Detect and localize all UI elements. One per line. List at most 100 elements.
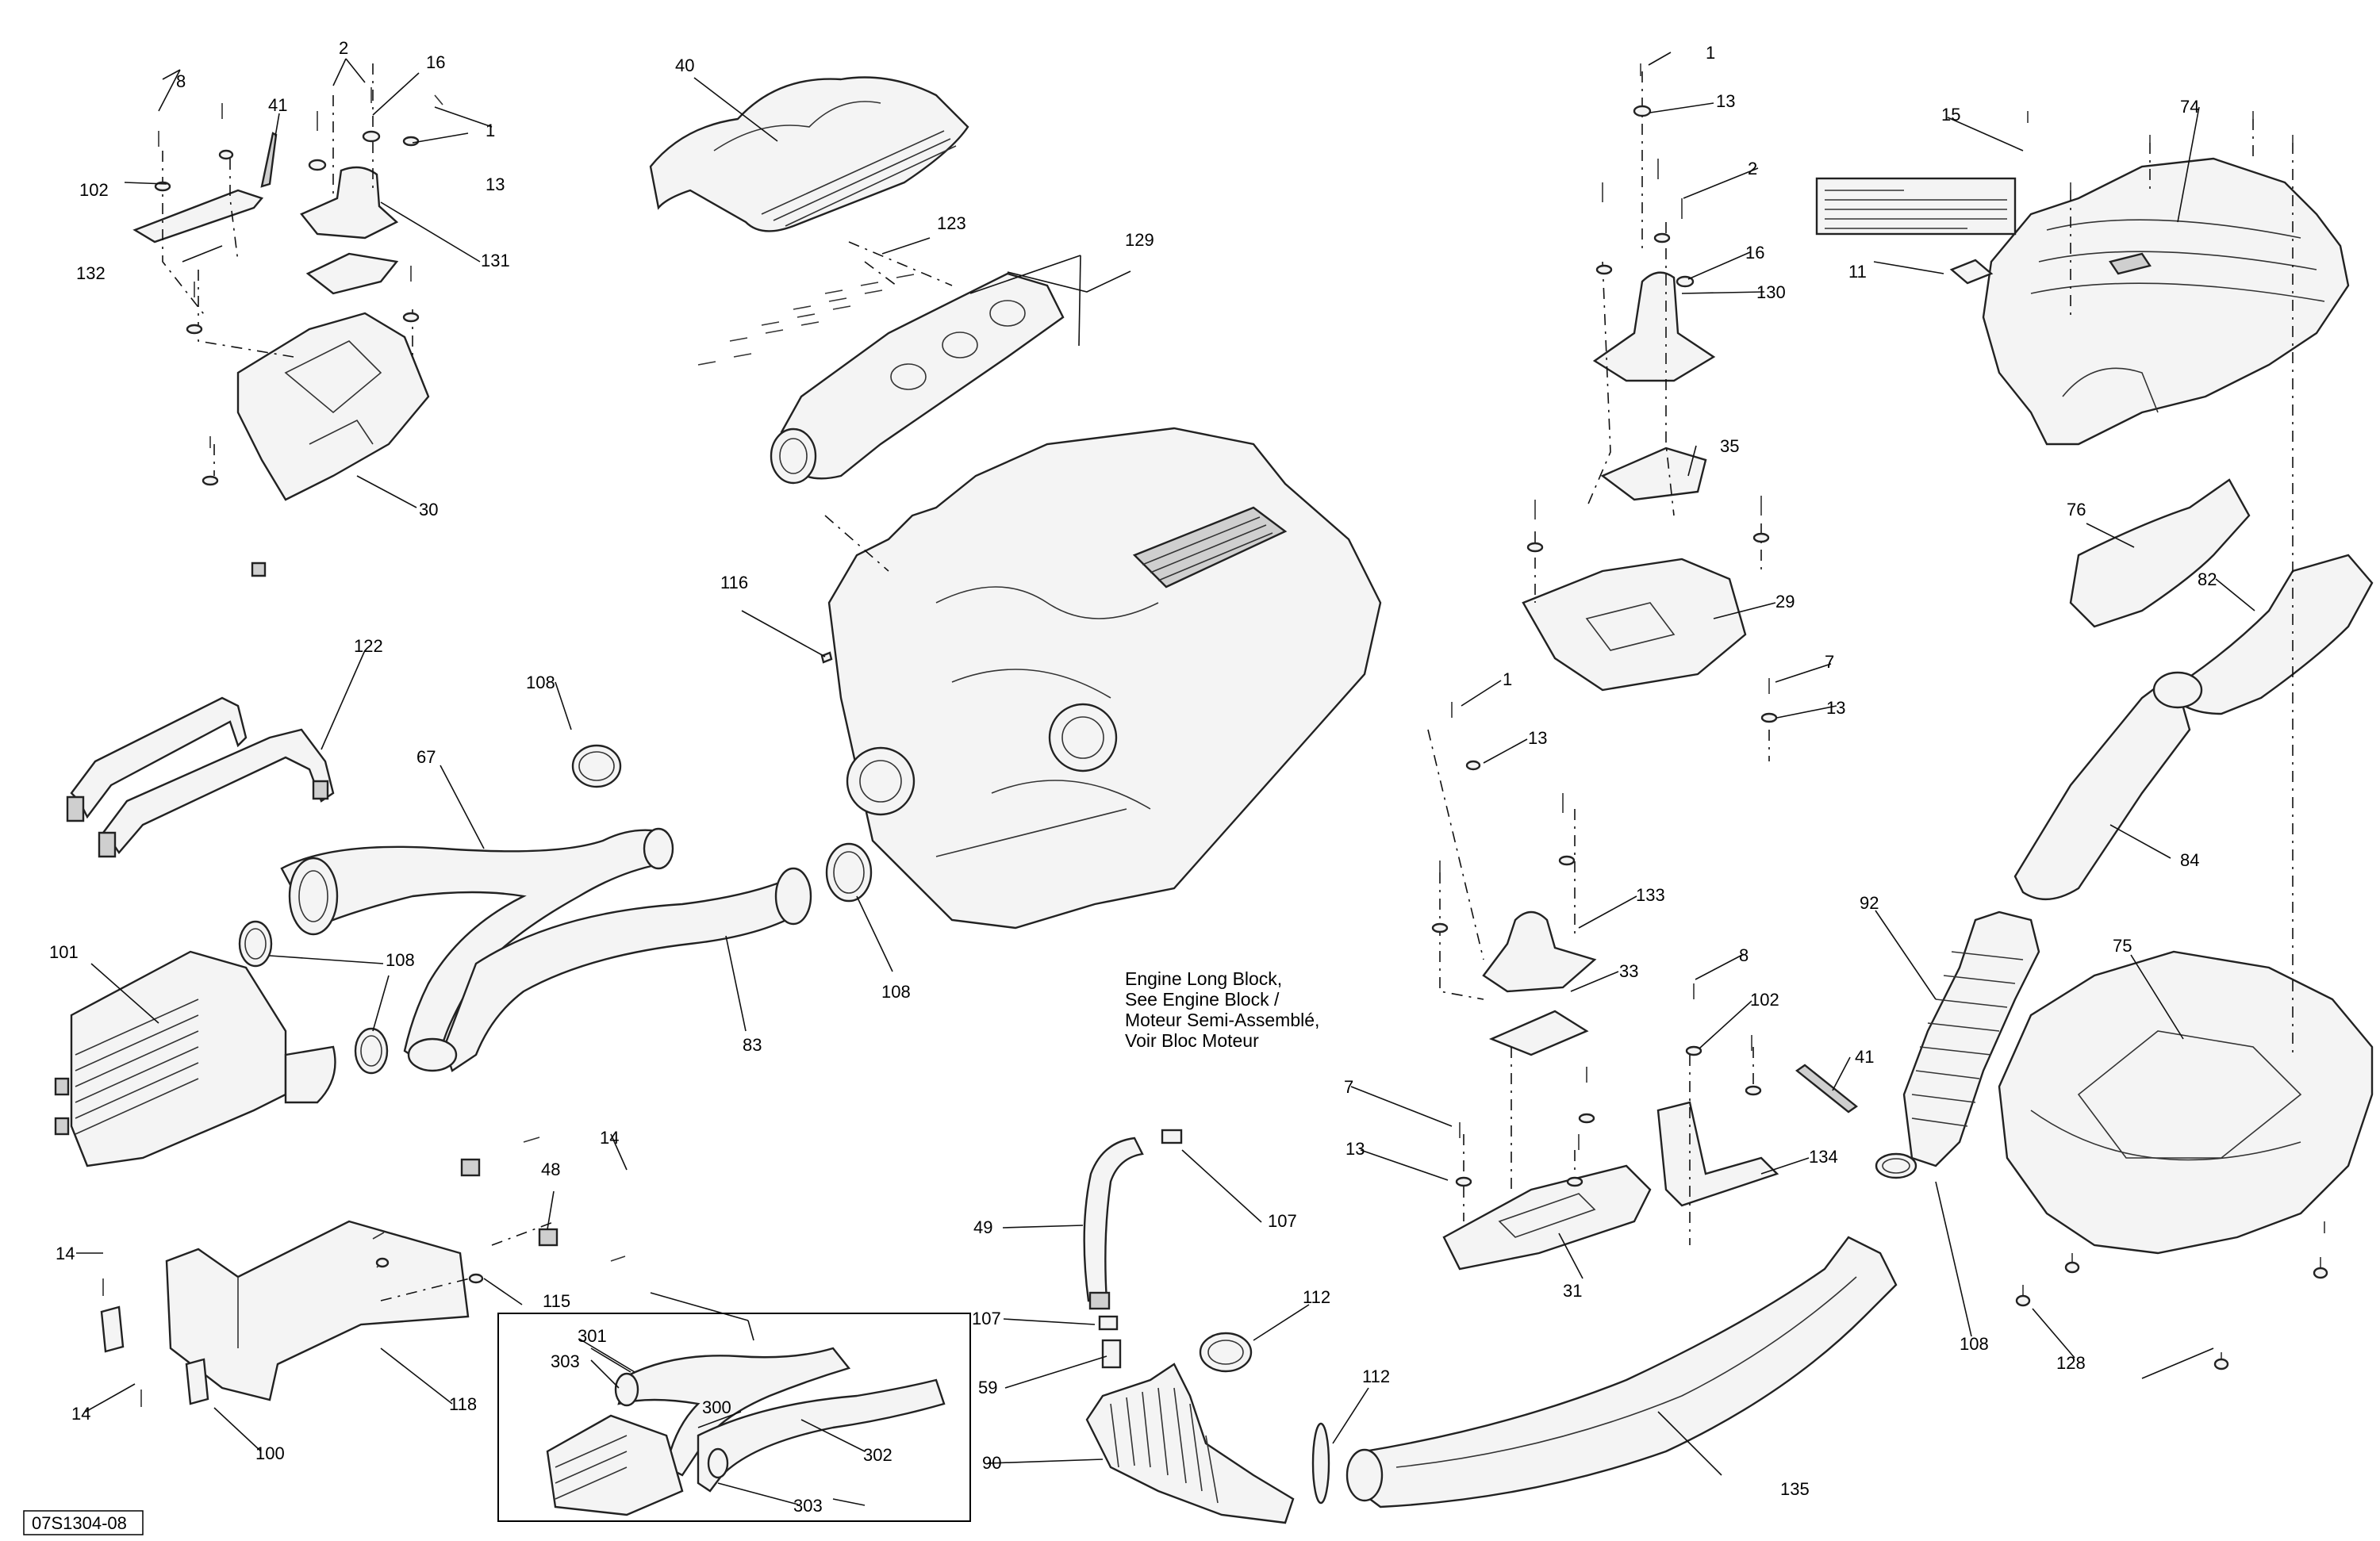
clips-48	[460, 1158, 559, 1247]
callout: 134	[1809, 1147, 1838, 1167]
callout: 13	[1345, 1139, 1365, 1159]
engine-cover	[649, 76, 969, 232]
callout: 16	[426, 52, 445, 72]
intake-manifold	[770, 272, 1065, 485]
manifold-bolts	[697, 274, 915, 366]
callout: 67	[416, 747, 436, 767]
callout: 11	[1848, 262, 1867, 282]
decal-11	[1949, 259, 1994, 285]
rubber-mount-lower	[1482, 910, 1597, 1056]
engine-note-line: Engine Long Block,	[1125, 968, 1282, 989]
callout: 13	[1826, 698, 1845, 718]
strap-right	[1795, 1064, 1859, 1114]
callout: 8	[176, 71, 186, 91]
callout: 112	[1303, 1287, 1330, 1307]
strap-left	[260, 132, 278, 188]
heat-shield	[165, 1220, 470, 1401]
callout: 2	[1748, 159, 1757, 178]
callout: 14	[56, 1244, 75, 1263]
flex-bellows	[1902, 910, 2040, 1167]
callout: 107	[972, 1309, 1001, 1328]
callout: 31	[1563, 1281, 1582, 1301]
callout: 59	[978, 1378, 997, 1397]
callout: 116	[720, 573, 748, 592]
callout: 122	[354, 636, 383, 656]
callout: 13	[1528, 728, 1547, 748]
callout: 35	[1720, 436, 1739, 456]
callout: 40	[675, 56, 694, 75]
callout: 13	[486, 174, 505, 194]
clamps-112	[1199, 1332, 1330, 1505]
callout: 108	[881, 982, 911, 1002]
engine-mount-bracket-left	[236, 312, 430, 501]
outlet-pipe	[1345, 1236, 1898, 1508]
callout: 82	[2198, 569, 2217, 589]
flex-duct	[1085, 1363, 1295, 1524]
callout: 14	[600, 1128, 619, 1148]
callout: 76	[2067, 500, 2086, 519]
reference-code: 07S1304-08	[32, 1513, 127, 1533]
reference-box	[23, 1510, 144, 1535]
callout: 29	[1775, 592, 1795, 611]
callout: 30	[419, 500, 438, 519]
callout: 301	[578, 1326, 607, 1346]
callout: 108	[386, 950, 415, 970]
callout: 303	[551, 1351, 580, 1371]
intercooler	[54, 950, 336, 1167]
callout: 128	[2056, 1353, 2086, 1373]
callout: 8	[1739, 945, 1749, 965]
callout: 90	[982, 1453, 1001, 1473]
engine-note-line: See Engine Block /	[1125, 989, 1280, 1010]
callout: 1	[1503, 669, 1512, 689]
callout: 14	[71, 1404, 90, 1424]
fittings	[1098, 1129, 1183, 1369]
callout: 108	[1960, 1334, 1989, 1354]
callout: 303	[793, 1496, 823, 1516]
callout: 132	[76, 263, 106, 283]
lower-bracket	[1442, 1164, 1652, 1271]
intake-tubes	[2013, 478, 2374, 901]
callout: 15	[1941, 105, 1960, 125]
small-bracket	[132, 189, 264, 243]
rubber-mount-left	[300, 166, 399, 295]
callout: 131	[481, 251, 510, 270]
callout: 112	[1362, 1367, 1390, 1386]
callout: 16	[1745, 243, 1764, 263]
callout: 300	[702, 1397, 731, 1417]
callout: 33	[1619, 961, 1638, 981]
callout: 100	[255, 1443, 285, 1463]
engine-note-line: Voir Bloc Moteur	[1125, 1030, 1259, 1051]
rubber-mount-right	[1592, 271, 1716, 501]
engine-mount-bracket-right	[1522, 558, 1747, 692]
callouts: 8 2 16 41 1 102 13 132 131 30 40 123 129…	[49, 38, 2217, 1516]
callout: 1	[486, 121, 495, 140]
callout: 75	[2113, 936, 2132, 956]
callout: 7	[1825, 652, 1834, 672]
engine-note-line: Moteur Semi-Assemblé,	[1125, 1010, 1319, 1030]
callout: 48	[541, 1160, 560, 1179]
callout: 107	[1268, 1211, 1297, 1231]
callout: 1	[1706, 43, 1715, 63]
y-pipe-duct	[280, 827, 812, 1072]
callout: 302	[863, 1445, 892, 1465]
angle-bracket	[1656, 1101, 1779, 1207]
callout: 102	[1750, 990, 1779, 1010]
callout: 83	[743, 1035, 762, 1055]
callout: 74	[2180, 97, 2199, 117]
callout: 123	[937, 213, 966, 233]
clamps-108	[238, 744, 1917, 1179]
callout: 130	[1756, 282, 1786, 302]
callout: 118	[449, 1394, 477, 1414]
callout: 49	[973, 1217, 992, 1237]
callout: 7	[1344, 1077, 1353, 1097]
clips-100	[100, 1305, 209, 1405]
engine-note: Engine Long Block, See Engine Block / Mo…	[1125, 968, 1319, 1051]
hose-49	[1083, 1137, 1144, 1310]
callout: 108	[526, 673, 555, 692]
airbox-top	[1982, 157, 2350, 446]
callout: 41	[1855, 1047, 1874, 1067]
airbox-base	[1998, 950, 2374, 1255]
callout: 115	[543, 1291, 570, 1311]
callout: 101	[49, 942, 79, 962]
